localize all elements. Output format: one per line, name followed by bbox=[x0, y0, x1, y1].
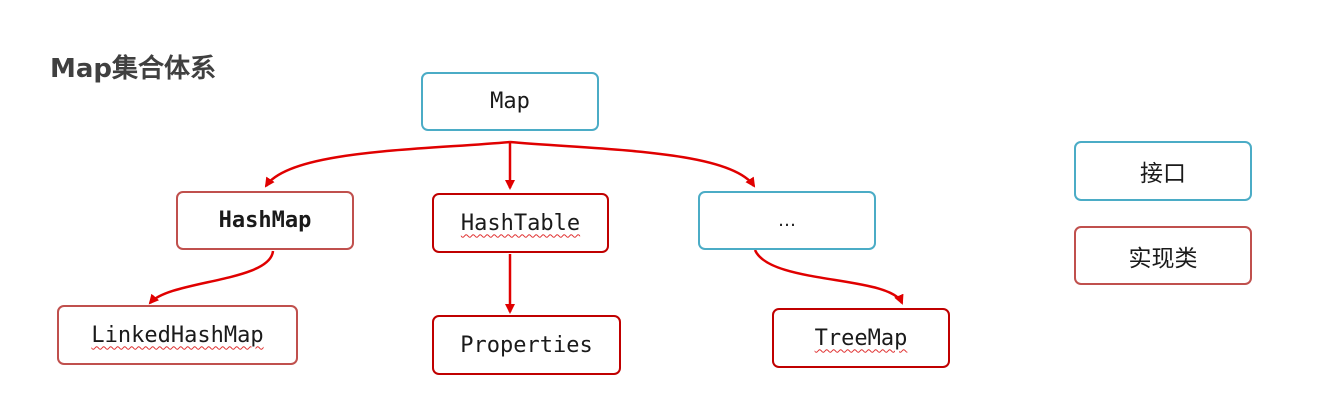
legend-implementation-class: 实现类 bbox=[1074, 226, 1252, 285]
node-map-label: Map bbox=[490, 89, 530, 114]
node-hashtable: HashTable bbox=[432, 193, 609, 253]
diagram-title: Map集合体系 bbox=[50, 54, 217, 84]
legend-interface: 接口 bbox=[1074, 141, 1252, 201]
node-treemap-label: TreeMap bbox=[814, 325, 908, 351]
node-hashmap-label: HashMap bbox=[218, 208, 312, 233]
node-other-implementations: … bbox=[698, 191, 876, 250]
node-map: Map bbox=[421, 72, 599, 131]
edge-hashmap-to-linkedhashmap bbox=[148, 250, 275, 305]
edge-other-to-treemap bbox=[753, 249, 904, 305]
node-treemap: TreeMap bbox=[772, 308, 950, 368]
node-properties: Properties bbox=[432, 315, 621, 375]
node-linkedhashmap-label: LinkedHashMap bbox=[91, 322, 264, 348]
node-other-label: … bbox=[778, 210, 796, 231]
node-linkedhashmap: LinkedHashMap bbox=[57, 305, 298, 365]
edge-map-to-hashmap bbox=[264, 140, 511, 188]
node-hashmap: HashMap bbox=[176, 191, 354, 250]
node-properties-label: Properties bbox=[460, 332, 593, 358]
legend-interface-label: 接口 bbox=[1140, 161, 1186, 187]
legend-class-label: 实现类 bbox=[1128, 245, 1198, 272]
node-hashtable-label: HashTable bbox=[460, 210, 581, 236]
edge-map-to-other bbox=[509, 140, 756, 188]
